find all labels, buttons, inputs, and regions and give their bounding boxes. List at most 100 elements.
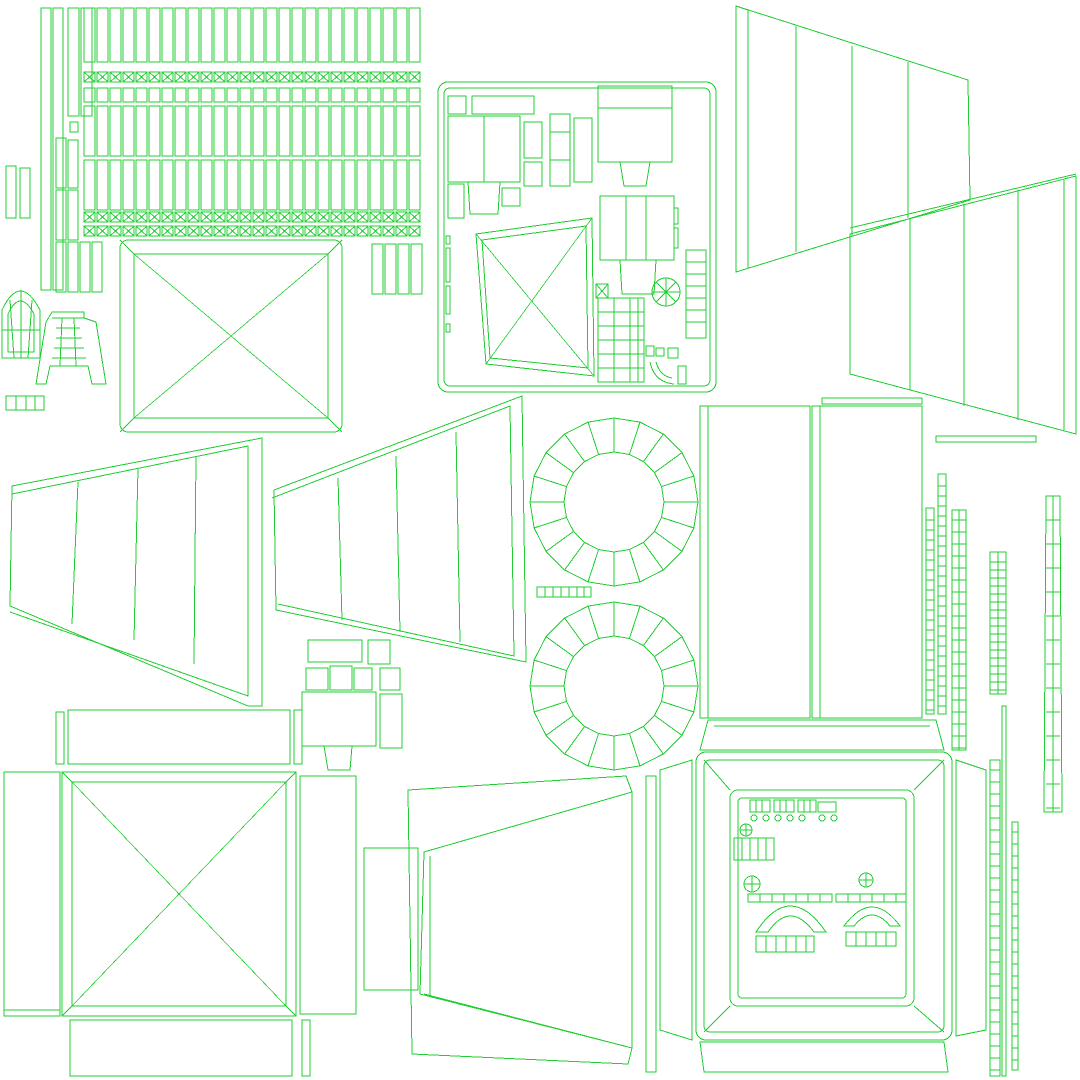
island-strip-fan-center — [271, 395, 527, 663]
uv-tile — [187, 159, 200, 211]
uv-tile — [67, 7, 80, 117]
uv-tile-small — [187, 211, 200, 223]
island-pyramid-roof-top-left — [119, 239, 343, 433]
uv-tile — [291, 159, 304, 211]
uv-tile-small — [239, 87, 252, 103]
uv-tile — [148, 105, 161, 157]
uv-tile-small — [356, 225, 369, 237]
uv-tile-small — [252, 71, 265, 83]
uv-tile — [304, 105, 317, 157]
uv-tile-small — [109, 71, 122, 83]
uv-tile — [122, 7, 135, 63]
uv-tile-small — [330, 87, 343, 103]
uv-tile-small — [317, 87, 330, 103]
uv-tile-small — [330, 225, 343, 237]
uv-tile — [187, 7, 200, 63]
uv-tile-small — [291, 211, 304, 223]
uv-tile — [96, 7, 109, 63]
uv-tile — [148, 7, 161, 63]
uv-tile — [55, 189, 67, 241]
uv-tile — [291, 105, 304, 157]
uv-tile-small — [317, 211, 330, 223]
uv-tile — [226, 7, 239, 63]
uv-tile — [174, 105, 187, 157]
uv-tile-small — [148, 211, 161, 223]
uv-tile-small — [174, 211, 187, 223]
uv-tile — [135, 7, 148, 63]
uv-tile-small — [382, 211, 395, 223]
uv-tile — [395, 7, 408, 63]
uv-tile-small — [369, 71, 382, 83]
uv-tile — [200, 105, 213, 157]
uv-tile-small — [187, 87, 200, 103]
uv-tile-small — [83, 87, 96, 103]
uv-tile — [161, 159, 174, 211]
uv-tile — [96, 105, 109, 157]
uv-tile-small — [200, 71, 213, 83]
uv-tile — [395, 159, 408, 211]
uv-tile-small — [252, 225, 265, 237]
uv-tile-small — [83, 225, 96, 237]
uv-tile-small — [343, 225, 356, 237]
island-pyramid-roof-bottom-left — [3, 709, 357, 1077]
uv-tile-small — [252, 211, 265, 223]
uv-tile — [174, 159, 187, 211]
uv-tile-small — [304, 211, 317, 223]
uv-tile-small — [187, 225, 200, 237]
uv-tile — [317, 105, 330, 157]
uv-tile — [213, 7, 226, 63]
uv-tile-small — [96, 71, 109, 83]
uv-tile — [91, 241, 103, 293]
uv-tile-small — [213, 87, 226, 103]
uv-tile — [278, 159, 291, 211]
uv-tile-small — [382, 87, 395, 103]
uv-tile-small — [356, 211, 369, 223]
uv-tile — [343, 159, 356, 211]
uv-tile — [252, 105, 265, 157]
uv-tile — [408, 7, 421, 63]
uv-tile-small — [252, 87, 265, 103]
uv-tile-small — [369, 211, 382, 223]
uv-tile-small — [265, 225, 278, 237]
uv-tile — [83, 105, 96, 157]
uv-tile-small — [148, 225, 161, 237]
uv-tile — [122, 159, 135, 211]
uv-tile-small — [187, 71, 200, 83]
uv-tile — [109, 7, 122, 63]
uv-tile — [369, 159, 382, 211]
uv-tile-small — [278, 71, 291, 83]
uv-tile — [55, 137, 67, 189]
uv-tile-small — [161, 211, 174, 223]
uv-tile — [239, 7, 252, 63]
uv-tile-small — [408, 71, 421, 83]
uv-tile-small — [135, 87, 148, 103]
island-ring-upper — [529, 417, 699, 587]
uv-tile-small — [109, 211, 122, 223]
uv-tile-small — [265, 211, 278, 223]
uv-tile — [213, 159, 226, 211]
uv-tile — [239, 105, 252, 157]
uv-tile-small — [408, 87, 421, 103]
uv-tile — [317, 159, 330, 211]
uv-tile — [397, 243, 410, 295]
uv-tile — [408, 105, 421, 157]
uv-tile — [408, 159, 421, 211]
uv-tile-small — [291, 225, 304, 237]
uv-tile-small — [109, 87, 122, 103]
uv-tile-small — [83, 71, 96, 83]
uv-tile — [67, 241, 79, 293]
uv-tile-small — [213, 225, 226, 237]
uv-tile — [200, 159, 213, 211]
uv-tile-small — [239, 71, 252, 83]
uv-tile-small — [356, 87, 369, 103]
uv-tile-small — [343, 211, 356, 223]
uv-tile — [382, 7, 395, 63]
uv-tile — [5, 165, 17, 219]
uv-tile-small — [369, 225, 382, 237]
island-framed-box-bottom-right — [659, 751, 987, 1073]
island-funnel-piece-bottom-center — [363, 775, 657, 1073]
uv-tile — [161, 105, 174, 157]
uv-tile — [213, 105, 226, 157]
island-ring-lower — [529, 601, 699, 771]
uv-tile — [382, 159, 395, 211]
